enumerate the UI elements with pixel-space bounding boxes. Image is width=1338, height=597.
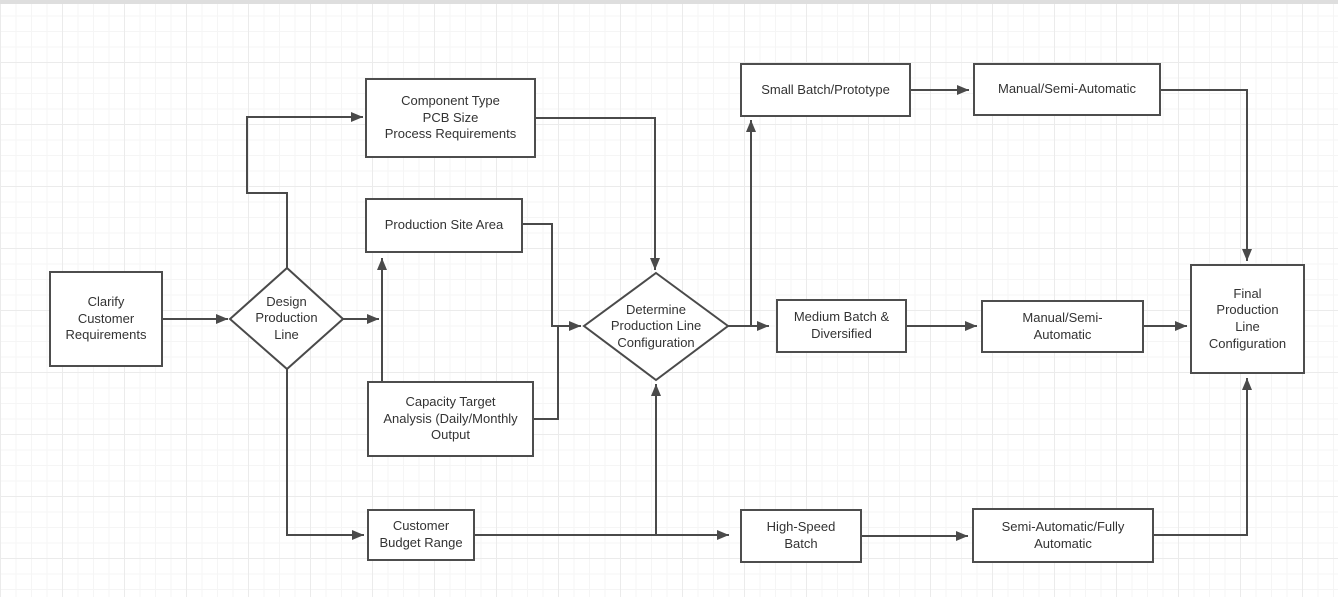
node-label: Production Site Area (384, 217, 504, 233)
node-small-batch-prototype[interactable]: Small Batch/Prototype (740, 63, 911, 117)
design-production-line-diamond[interactable] (228, 266, 345, 371)
node-label: Semi-Automatic/Fully Automatic (1001, 518, 1125, 551)
node-clarify-customer-requirements[interactable]: Clarify Customer Requirements (49, 271, 163, 367)
edge-capacity-to-determine[interactable] (534, 326, 559, 420)
edge-manual-top-to-final[interactable] (1161, 89, 1252, 261)
node-customer-budget-range[interactable]: Customer Budget Range (367, 509, 475, 561)
node-label: Medium Batch & Diversified (793, 309, 890, 341)
node-manual-semi-automatic-top[interactable]: Manual/Semi-Automatic (973, 63, 1161, 116)
edge-component-to-determine[interactable] (536, 117, 660, 270)
node-production-site-area[interactable]: Production Site Area (365, 198, 523, 253)
node-label: Clarify Customer Requirements (65, 294, 147, 343)
node-label: Customer Budget Range (379, 518, 463, 550)
node-final-production-line-configuration[interactable]: Final Production Line Configuration (1190, 264, 1305, 374)
node-component-type-pcb-size[interactable]: Component Type PCB Size Process Requirem… (365, 78, 536, 158)
node-label: Manual/Semi- Automatic (1022, 309, 1103, 342)
edge-design-to-component[interactable] (246, 112, 363, 268)
determine-configuration-diamond[interactable] (582, 271, 730, 382)
node-label: Capacity Target Analysis (Daily/Monthly … (383, 394, 518, 443)
node-label: Final Production Line Configuration (1208, 285, 1287, 351)
node-label: Component Type PCB Size Process Requirem… (384, 93, 517, 142)
node-medium-batch-diversified[interactable]: Medium Batch & Diversified (776, 299, 907, 353)
top-bar (0, 0, 1338, 4)
node-semi-automatic-fully-automatic[interactable]: Semi-Automatic/Fully Automatic (972, 508, 1154, 563)
edge-design-to-budget[interactable] (286, 369, 364, 540)
node-label: Manual/Semi-Automatic (998, 81, 1136, 97)
node-label: Small Batch/Prototype (761, 81, 890, 97)
node-capacity-target-analysis[interactable]: Capacity Target Analysis (Daily/Monthly … (367, 381, 534, 457)
node-high-speed-batch[interactable]: High-Speed Batch (740, 509, 862, 563)
node-manual-semi-automatic-mid[interactable]: Manual/Semi- Automatic (981, 300, 1144, 353)
node-label: High-Speed Batch (766, 519, 836, 551)
edge-site-to-determine[interactable] (523, 223, 581, 331)
edge-semi-fully-to-final[interactable] (1154, 378, 1252, 536)
